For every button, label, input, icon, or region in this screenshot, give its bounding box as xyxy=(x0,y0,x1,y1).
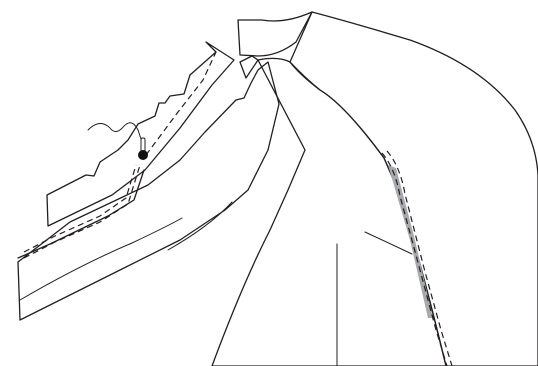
lapel-facing-panel xyxy=(47,42,234,226)
seam-allowance-shadow xyxy=(388,165,433,318)
front-body-panel xyxy=(18,62,279,320)
thread xyxy=(88,123,144,148)
front-stitch-line xyxy=(146,52,216,155)
back-body-panel xyxy=(212,58,446,366)
fabric-fold-1 xyxy=(20,218,182,300)
pocket-line xyxy=(365,232,412,254)
collar-stand xyxy=(238,12,312,56)
sleeve-panel xyxy=(290,12,538,366)
pin-icon xyxy=(138,138,148,160)
